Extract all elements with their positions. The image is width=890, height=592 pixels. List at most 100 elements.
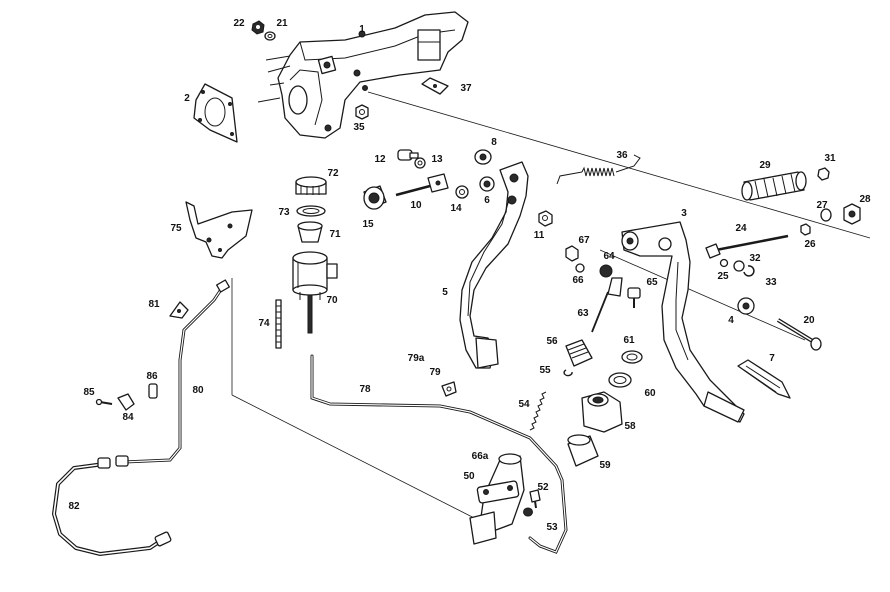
nut-part-22 xyxy=(251,20,265,35)
assembly-axis-lines xyxy=(231,91,871,526)
slave-cylinder-part-50 xyxy=(469,453,525,545)
callout-85: 85 xyxy=(83,387,95,398)
clip-part-33 xyxy=(743,265,755,277)
callout-29: 29 xyxy=(759,160,771,171)
callout-11: 11 xyxy=(533,230,545,241)
callout-79a: 79a xyxy=(407,353,425,364)
adjuster-rod-part-63 xyxy=(591,277,623,333)
callout-13: 13 xyxy=(431,154,443,165)
cap-part-53 xyxy=(523,507,533,517)
callout-71: 71 xyxy=(329,229,341,240)
callout-61: 61 xyxy=(623,335,635,346)
washer-part-13 xyxy=(414,157,426,169)
screw-part-85 xyxy=(95,398,113,406)
callout-54: 54 xyxy=(518,399,530,410)
callout-59: 59 xyxy=(599,460,611,471)
washer-part-66 xyxy=(575,263,585,273)
pedal-bracket-part-1 xyxy=(257,11,469,139)
callout-7: 7 xyxy=(769,353,775,364)
callout-8: 8 xyxy=(491,137,497,148)
callout-81: 81 xyxy=(148,299,160,310)
spring-part-29 xyxy=(741,171,807,201)
boot-part-56 xyxy=(565,339,593,367)
callout-80: 80 xyxy=(192,385,204,396)
callout-26: 26 xyxy=(804,239,816,250)
nut-part-31 xyxy=(817,167,830,181)
callout-78: 78 xyxy=(359,384,371,395)
nut-part-26 xyxy=(800,223,811,236)
bleeder-part-52 xyxy=(529,489,541,509)
clip-part-84 xyxy=(117,393,135,411)
callout-25: 25 xyxy=(717,271,729,282)
spring-part-54 xyxy=(529,391,547,431)
callout-50: 50 xyxy=(463,471,475,482)
seal-part-73 xyxy=(296,205,326,217)
clutch-pedal-part-5 xyxy=(459,161,529,369)
callout-32: 32 xyxy=(749,253,761,264)
callout-10: 10 xyxy=(410,200,422,211)
callout-73: 73 xyxy=(278,207,290,218)
nut-part-67 xyxy=(565,245,579,262)
gasket-plate-part-2 xyxy=(193,83,238,143)
pedal-pad-part-7 xyxy=(737,359,791,399)
washer-part-64 xyxy=(599,264,613,278)
pivot-bolt-part-20 xyxy=(776,318,822,351)
reservoir-part-70 xyxy=(292,251,338,334)
callout-66: 66 xyxy=(572,275,584,286)
flexible-hose-part-82 xyxy=(51,455,172,557)
callout-27: 27 xyxy=(816,200,828,211)
bearing-part-15 xyxy=(363,185,387,210)
plate-part-37 xyxy=(421,77,449,95)
callout-37: 37 xyxy=(460,83,472,94)
reservoir-cap-part-72 xyxy=(295,176,327,195)
callout-15: 15 xyxy=(362,219,374,230)
stud-part-74 xyxy=(275,299,282,349)
washer-part-21 xyxy=(264,31,276,41)
nut-part-11 xyxy=(538,210,553,227)
callout-20: 20 xyxy=(803,315,815,326)
callout-55: 55 xyxy=(539,365,551,376)
callout-74: 74 xyxy=(258,318,270,329)
callout-70: 70 xyxy=(326,295,338,306)
callout-60: 60 xyxy=(644,388,656,399)
stop-part-65 xyxy=(627,287,641,308)
strainer-part-71 xyxy=(297,221,323,243)
callout-6: 6 xyxy=(484,195,490,206)
clevis-pin-part-12 xyxy=(397,149,419,161)
callout-86: 86 xyxy=(146,371,158,382)
callout-22: 22 xyxy=(233,18,245,29)
rigid-line-part-80 xyxy=(122,279,230,464)
callout-63: 63 xyxy=(577,308,589,319)
bushing-part-8 xyxy=(474,149,492,165)
ring-part-61 xyxy=(621,350,643,364)
callout-5: 5 xyxy=(442,287,448,298)
brake-pedal-part-3 xyxy=(621,221,745,423)
washer-part-25 xyxy=(719,258,729,268)
rigid-line-part-78 xyxy=(310,354,568,554)
callout-21: 21 xyxy=(276,18,288,29)
housing-part-58 xyxy=(581,391,623,433)
callout-33: 33 xyxy=(765,277,777,288)
callout-3: 3 xyxy=(681,208,687,219)
sleeve-part-86 xyxy=(148,383,158,399)
washer-part-14 xyxy=(455,185,469,199)
callout-31: 31 xyxy=(824,153,836,164)
callout-82: 82 xyxy=(68,501,80,512)
callout-56: 56 xyxy=(546,336,558,347)
bushing-part-4 xyxy=(737,297,755,315)
callout-67: 67 xyxy=(578,235,590,246)
bolt-part-24 xyxy=(705,234,789,259)
callout-2: 2 xyxy=(184,93,190,104)
callout-28: 28 xyxy=(859,194,871,205)
callout-12: 12 xyxy=(374,154,386,165)
clip-part-81 xyxy=(169,301,189,319)
callout-14: 14 xyxy=(450,203,462,214)
bushing-part-6 xyxy=(479,176,495,192)
callout-36: 36 xyxy=(616,150,628,161)
callout-75: 75 xyxy=(170,223,182,234)
callout-53: 53 xyxy=(546,522,558,533)
nut-part-35 xyxy=(355,104,369,120)
sleeve-part-59 xyxy=(567,434,599,467)
